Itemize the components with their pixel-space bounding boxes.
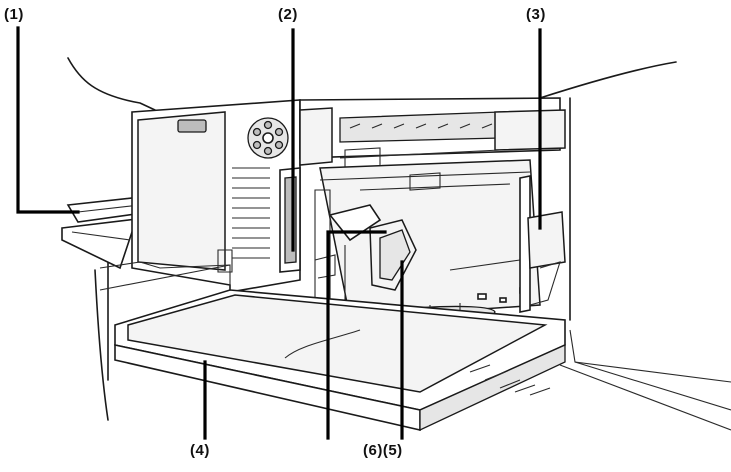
gear-knob — [247, 117, 289, 159]
leader-1 — [16, 26, 80, 214]
leader-lines — [16, 26, 542, 440]
callout-label-3: (3) — [526, 6, 546, 23]
callout-label-6-5: (6)(5) — [363, 442, 403, 459]
front-cover-4 — [99, 261, 566, 432]
mid-chamber — [319, 159, 541, 319]
leader-5 — [326, 230, 387, 440]
lever-2 — [279, 167, 301, 273]
handles-5-6 — [314, 189, 417, 306]
lever-3 — [519, 175, 566, 313]
internal-top-unit — [299, 97, 566, 169]
machine-body — [539, 61, 731, 431]
callout-label-1: (1) — [4, 6, 24, 23]
callout-label-4: (4) — [190, 442, 210, 459]
callout-label-2: (2) — [278, 6, 298, 23]
